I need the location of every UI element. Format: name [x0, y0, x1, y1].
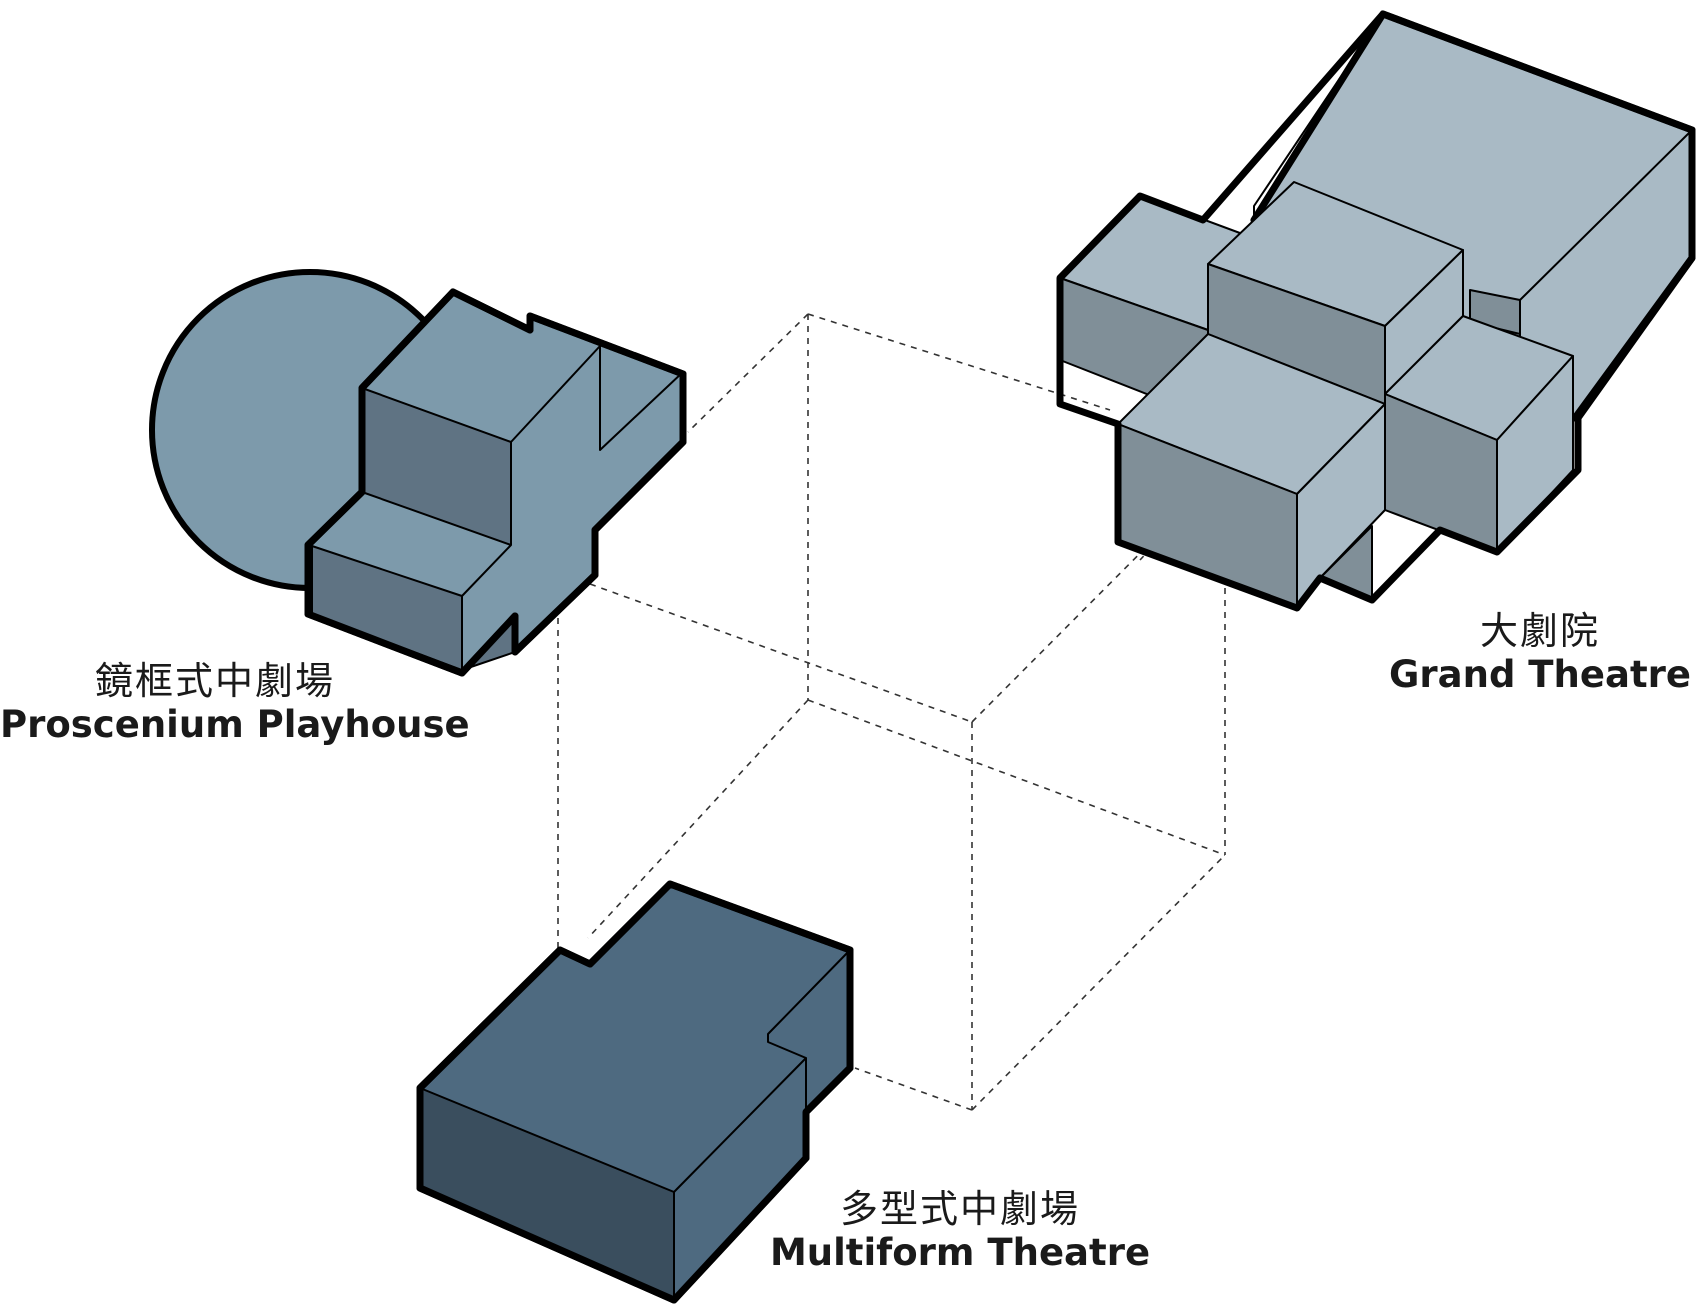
- frame-edge: [854, 1067, 973, 1111]
- grand-theatre-label: 大劇院 Grand Theatre: [1380, 609, 1700, 696]
- proscenium-step-edge: [461, 544, 512, 597]
- frame-edge: [589, 583, 973, 723]
- multiform-theatre-massing: [416, 880, 854, 1304]
- frame-edge: [971, 854, 1226, 1111]
- proscenium-playhouse-label: 鏡框式中劇場 Proscenium Playhouse: [0, 659, 470, 746]
- proscenium-playhouse-massing: [149, 269, 687, 677]
- multiform-theatre-label: 多型式中劇場 Multiform Theatre: [760, 1187, 1160, 1274]
- grand-outline: [1056, 10, 1696, 612]
- proscenium-upper-box-edge: [510, 345, 601, 443]
- multiform-theatre-zh: 多型式中劇場: [839, 1187, 1080, 1231]
- proscenium-playhouse-en: Proscenium Playhouse: [0, 702, 470, 746]
- multiform-outline: [416, 880, 854, 1304]
- grand-theatre-en: Grand Theatre: [1389, 652, 1691, 696]
- proscenium-playhouse-zh: 鏡框式中劇場: [94, 659, 335, 703]
- multiform-notch-edge: [767, 949, 851, 1059]
- grand-front-box-side: [1296, 403, 1386, 609]
- grand-flytower-edge: [1253, 13, 1384, 220]
- grand-theatre-massing: [1056, 10, 1696, 612]
- grand-right-wing-side: [1496, 355, 1574, 553]
- proscenium-notch-edge: [599, 346, 684, 451]
- frame-edge: [687, 313, 809, 433]
- multiform-theatre-en: Multiform Theatre: [769, 1230, 1151, 1274]
- proscenium-outline: [304, 288, 687, 677]
- grand-theatre-zh: 大劇院: [1479, 609, 1600, 653]
- frame-edge: [807, 699, 1226, 856]
